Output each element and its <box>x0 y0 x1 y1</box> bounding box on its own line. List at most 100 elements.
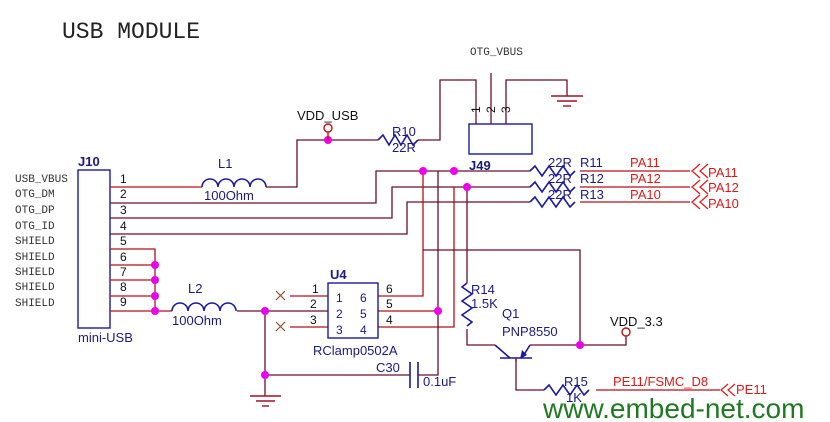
resistor-r11-zigzag <box>529 164 576 178</box>
net-label-pa12: PA12 <box>630 171 661 186</box>
port-pe11: PE11 <box>720 382 767 397</box>
j10-body <box>77 169 111 329</box>
resistor-r12-zigzag <box>529 180 576 194</box>
junction-dot <box>463 183 471 191</box>
port-arrow-icon <box>691 179 709 195</box>
u4-outer-pin5: 5 <box>386 297 393 311</box>
ground-main <box>250 395 281 407</box>
power-vdd-33: VDD_3.3 <box>610 314 663 337</box>
resistor-r14-zigzag <box>460 282 474 327</box>
vdd-usb-symbol <box>323 123 333 133</box>
resistor-r14: R14 1.5K <box>460 282 498 327</box>
l1-ref: L1 <box>218 156 232 171</box>
net-label-pa11: PA11 <box>630 155 660 170</box>
resistor-r13: 22R R13 <box>529 187 604 209</box>
port-pa12: PA12 <box>691 179 739 195</box>
no-connect-icon <box>275 290 286 301</box>
j49-pin1: 1 <box>469 106 483 113</box>
r14-value: 1.5K <box>471 296 498 311</box>
wire-j49-3-gnd <box>505 79 568 124</box>
schematic-title: USB MODULE <box>62 19 200 45</box>
net-label-pe11-fsmc: PE11/FSMC_D8 <box>613 374 708 389</box>
junction-dot <box>419 167 427 175</box>
capacitor-c30: C30 0.1uF <box>376 360 456 389</box>
j10-pin5-num: 5 <box>120 234 127 248</box>
l1-value: 100Ohm <box>204 188 254 203</box>
jumper-j49: OTG_VBUS J49 1 2 3 <box>468 47 533 173</box>
junction-dot <box>151 292 159 300</box>
junction-dot <box>151 261 159 269</box>
vdd-usb-label: VDD_USB <box>297 108 358 123</box>
port-arrow-icon <box>691 163 709 179</box>
r10-value: 22R <box>392 140 416 155</box>
u4-part: RClamp0502A <box>313 343 398 358</box>
j10-pin2-num: 2 <box>120 187 127 201</box>
inductor-l2-coil <box>171 302 237 312</box>
net-label-pa10: PA10 <box>630 187 661 202</box>
u4-inner-pin2: 2 <box>336 307 343 321</box>
j10-pin5-name: SHIELD <box>15 236 55 248</box>
wire-shield-5 <box>110 248 156 311</box>
connector-j10: J10 mini-USB USB_VBUS OTG_DM OTG_DP OTG_… <box>15 154 133 345</box>
u4-inner-pin3: 3 <box>336 323 343 337</box>
watermark: www.embed-net.com <box>542 393 804 422</box>
c30-value: 0.1uF <box>423 374 456 389</box>
j10-pin3-name: OTG_DP <box>15 205 55 217</box>
r11-ref: R11 <box>580 155 603 170</box>
inductor-l1: L1 100Ohm <box>201 156 267 203</box>
r12-ref: R12 <box>580 171 604 186</box>
j10-pin6-name: SHIELD <box>15 252 55 264</box>
j10-ref: J10 <box>78 154 100 169</box>
otg-vbus-label: OTG_VBUS <box>470 47 523 59</box>
resistor-r10-zigzag <box>377 133 419 147</box>
port-pa11: PA11 <box>691 163 738 180</box>
j10-pin1-name: USB_VBUS <box>15 174 68 186</box>
vdd-33-label: VDD_3.3 <box>610 314 663 329</box>
u4-inner-pin4: 4 <box>360 323 367 337</box>
r11-value: 22R <box>548 155 572 170</box>
r12-value: 22R <box>548 171 572 186</box>
inductor-l2: L2 100Ohm <box>171 281 237 328</box>
u4-outer-pin1: 1 <box>312 282 319 296</box>
u4-outer-pin2: 2 <box>310 297 317 311</box>
c30-ref: C30 <box>376 360 400 375</box>
j49-body <box>468 123 533 155</box>
inductor-l1-coil <box>201 178 267 188</box>
wire-otg-id <box>110 201 530 235</box>
u4-inner-pin5: 5 <box>360 307 367 321</box>
port-label-pa10: PA10 <box>708 196 739 211</box>
resistor-r11: 22R R11 <box>529 155 603 178</box>
u4-outer-pin6: 6 <box>386 282 393 296</box>
wire-r10-to-j49-1 <box>418 79 477 141</box>
junction-dot <box>576 341 584 349</box>
j10-pin2-name: OTG_DM <box>15 189 55 201</box>
u4-outer-pin3: 3 <box>310 313 317 327</box>
port-arrow-icon <box>720 383 736 397</box>
l2-ref: L2 <box>188 281 202 296</box>
wire-l1-to-vdd-usb <box>266 139 378 188</box>
r15-value: 1K <box>566 390 582 405</box>
resistor-r13-zigzag <box>529 195 576 209</box>
transistor-q1: Q1 PNP8550 <box>494 306 558 362</box>
r13-ref: R13 <box>580 187 604 202</box>
j49-pin2: 2 <box>484 106 498 113</box>
junctions <box>151 136 584 379</box>
vdd-33-symbol <box>621 327 631 337</box>
ic-u4: U4 RClamp0502A 1 2 3 6 5 4 1 2 3 6 5 4 <box>275 267 398 358</box>
port-label-pe11: PE11 <box>736 382 767 397</box>
j10-pin6-num: 6 <box>120 250 127 264</box>
j10-pin7-name: SHIELD <box>15 267 55 279</box>
r15-ref: R15 <box>564 374 588 389</box>
junction-dot <box>434 307 442 315</box>
q1-arrow-icon <box>520 350 527 359</box>
j10-pin8-num: 8 <box>120 280 127 294</box>
l2-value: 100Ohm <box>172 313 222 328</box>
resistor-r12: 22R R12 <box>529 171 604 194</box>
j10-pin9-name: SHIELD <box>15 298 55 310</box>
u4-body <box>327 282 379 339</box>
j10-pin7-num: 7 <box>120 265 127 279</box>
resistor-r10: R10 22R <box>377 124 419 155</box>
wire-vbus-sense <box>423 249 581 345</box>
junction-dot <box>261 307 269 315</box>
